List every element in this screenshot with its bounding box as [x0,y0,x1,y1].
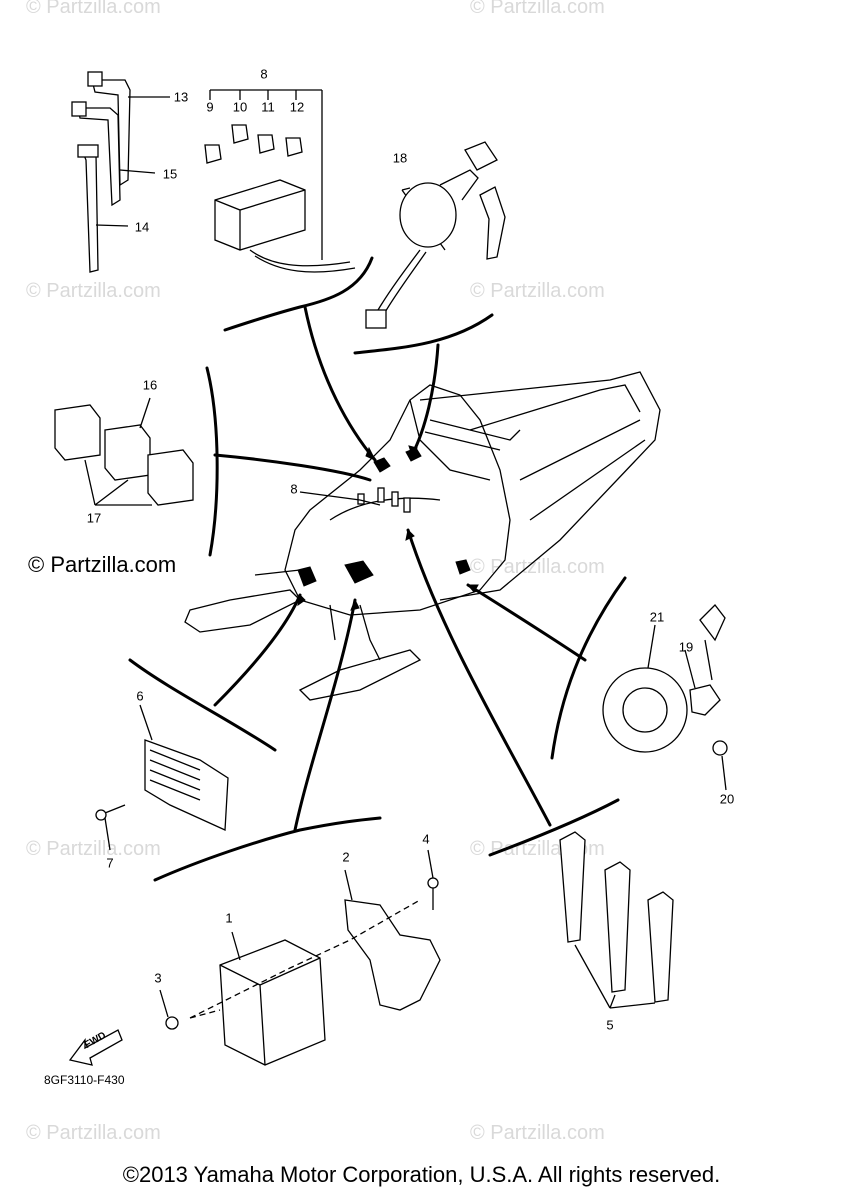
callout-6: 6 [136,688,144,704]
leader-lines [213,305,587,832]
cable-ties [71,71,170,273]
callout-17: 17 [86,510,102,526]
watermark: © Partzilla.com [470,0,605,18]
ignitor-unit-assembly [68,849,441,1066]
callout-8-top: 8 [260,66,268,82]
callout-8-center: 8 [290,481,298,497]
watermark: © Partzilla.com [470,1122,605,1144]
callout-5: 5 [606,1017,614,1033]
callout-12: 12 [289,99,305,115]
callout-14: 14 [134,219,150,235]
callout-11: 11 [261,99,275,115]
group-brackets [128,256,627,882]
watermark: © Partzilla.com [26,280,161,302]
callout-7: 7 [106,855,114,871]
watermark: © Partzilla.com [470,280,605,302]
callout-20: 20 [719,791,735,807]
watermark-large: © Partzilla.com [28,552,177,577]
pickup-assembly [602,604,728,791]
fuse-box-assembly [204,89,356,273]
ignition-coils [559,831,674,1009]
callout-18: 18 [392,150,408,166]
watermark: © Partzilla.com [26,0,161,18]
relay-group [54,397,194,506]
snowmobile-outline [184,371,661,701]
watermark: © Partzilla.com [26,838,161,860]
callout-10: 10 [232,99,248,115]
rectifier-regulator [95,704,229,851]
main-switch [365,141,506,329]
callout-1: 1 [225,910,233,926]
watermark: © Partzilla.com [26,1122,161,1144]
callout-4: 4 [422,831,430,847]
callout-21: 21 [649,609,665,625]
callout-15: 15 [162,166,178,182]
callout-16: 16 [142,377,158,393]
callout-2: 2 [342,849,350,865]
copyright-notice: ©2013 Yamaha Motor Corporation, U.S.A. A… [122,1162,721,1187]
callout-19: 19 [678,639,694,655]
callout-3: 3 [154,970,162,986]
callout-9: 9 [206,99,214,115]
diagram-code: 8GF3110-F430 [44,1073,125,1087]
callout-13: 13 [173,89,189,105]
